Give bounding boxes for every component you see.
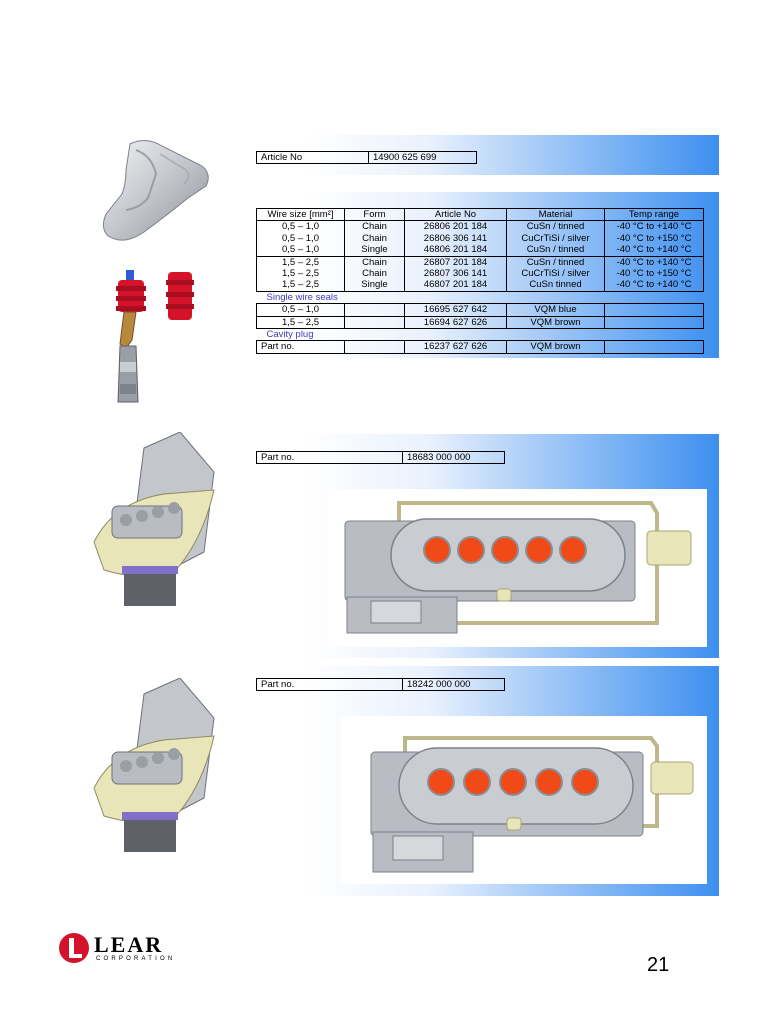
part-label: Part no. <box>256 678 403 691</box>
table-row: 1,5 – 2,5 16694 627 626 VQM brown <box>256 315 704 330</box>
cell: Chain <box>344 220 405 233</box>
connector-front-view-1 <box>344 501 692 634</box>
cell: CuSn / tinned <box>506 220 605 233</box>
cell: 26807 201 184 <box>404 256 507 269</box>
cell: VQM brown <box>506 340 605 354</box>
cell: CuCrTiSi / silver <box>506 268 605 280</box>
cell: -40 °C to +150 °C <box>604 232 704 245</box>
cell: 26806 306 141 <box>404 232 507 245</box>
cell: -40 °C to +150 °C <box>604 268 704 280</box>
cell: CuSn / tinned <box>506 244 605 257</box>
part-table-1: Part no. 18683 000 000 <box>256 451 505 464</box>
header-wire-size: Wire size [mm²] <box>256 207 345 222</box>
connector-front-view-box-2 <box>341 716 707 884</box>
article-value: 14900 625 699 <box>368 151 477 164</box>
cell <box>604 340 704 354</box>
cell: CuCrTiSi / silver <box>506 232 605 245</box>
cell: 0,5 – 1,0 <box>256 303 345 317</box>
seals-label: Single wire seals <box>266 291 338 303</box>
cell: CuSn tinned <box>506 279 605 292</box>
cell: 0,5 – 1,0 <box>256 244 345 257</box>
contact-and-seal-image <box>116 270 194 403</box>
lear-logo: LEAR CORPORATION <box>58 930 182 966</box>
article-label: Article No <box>256 151 369 164</box>
cell: 0,5 – 1,0 <box>256 232 345 245</box>
cell <box>344 315 405 330</box>
cell: Single <box>344 279 405 292</box>
terminal-housing-image <box>102 140 209 241</box>
table-row: 1,5 – 2,5 Chain 26807 306 141 CuCrTiSi /… <box>256 268 704 280</box>
article-table: Article No 14900 625 699 <box>256 151 477 164</box>
cell: 16694 627 626 <box>404 315 507 330</box>
cell: -40 °C to +140 °C <box>604 220 704 233</box>
cell: 1,5 – 2,5 <box>256 315 345 330</box>
cell: -40 °C to +140 °C <box>604 256 704 269</box>
cell: 1,5 – 2,5 <box>256 268 345 280</box>
part-value: 18683 000 000 <box>402 451 505 464</box>
cell: 1,5 – 2,5 <box>256 279 345 292</box>
cell: Chain <box>344 268 405 280</box>
cell: Single <box>344 244 405 257</box>
cell: VQM blue <box>506 303 605 317</box>
cell <box>604 303 704 317</box>
connector-iso-image-1 <box>93 432 215 606</box>
table-row: 0,5 – 1,0 Single 46806 201 184 CuSn / ti… <box>256 244 704 257</box>
table-row: 0,5 – 1,0 Chain 26806 306 141 CuCrTiSi /… <box>256 232 704 245</box>
part-value: 18242 000 000 <box>402 678 505 691</box>
logo-subtext: CORPORATION <box>96 956 176 962</box>
cell: CuSn / tinned <box>506 256 605 269</box>
cell: 16695 627 642 <box>404 303 507 317</box>
header-material: Material <box>506 207 605 222</box>
cell <box>344 303 405 317</box>
cell: 26806 201 184 <box>404 220 507 233</box>
table-row: 1,5 – 2,5 Chain 26807 201 184 CuSn / tin… <box>256 256 704 269</box>
cell: Part no. <box>256 340 345 354</box>
connector-front-view-2 <box>370 736 694 873</box>
table-row: 0,5 – 1,0 Chain 26806 201 184 CuSn / tin… <box>256 220 704 233</box>
cell <box>604 315 704 330</box>
cell: 0,5 – 1,0 <box>256 220 345 233</box>
cell: 1,5 – 2,5 <box>256 256 345 269</box>
part-table-2: Part no. 18242 000 000 <box>256 678 505 691</box>
plug-label: Cavity plug <box>266 329 314 341</box>
header-article-no: Article No <box>404 207 507 222</box>
part-label: Part no. <box>256 451 403 464</box>
cell <box>344 340 405 354</box>
cell: Chain <box>344 256 405 269</box>
cell: Chain <box>344 232 405 245</box>
cell: VQM brown <box>506 315 605 330</box>
table-row: Part no. 16237 627 626 VQM brown <box>256 340 704 354</box>
connector-iso-image-2 <box>93 678 215 852</box>
page-number: 21 <box>647 954 670 976</box>
cell: -40 °C to +140 °C <box>604 244 704 257</box>
table-row: 0,5 – 1,0 16695 627 642 VQM blue <box>256 303 704 317</box>
cell: 46806 201 184 <box>404 244 507 257</box>
lear-logo-mark <box>59 933 89 963</box>
cell: -40 °C to +140 °C <box>604 279 704 292</box>
cell: 16237 627 626 <box>404 340 507 354</box>
table-row: 1,5 – 2,5 Single 46807 201 184 CuSn tinn… <box>256 279 704 292</box>
logo-text: LEAR <box>94 932 164 957</box>
connector-front-view-box-1 <box>327 489 707 647</box>
cell: 46807 201 184 <box>404 279 507 292</box>
spec-table: Wire size [mm²] Form Article No Material… <box>256 207 704 354</box>
header-form: Form <box>344 207 405 222</box>
header-temp-range: Temp range <box>604 207 704 222</box>
cell: 26807 306 141 <box>404 268 507 280</box>
